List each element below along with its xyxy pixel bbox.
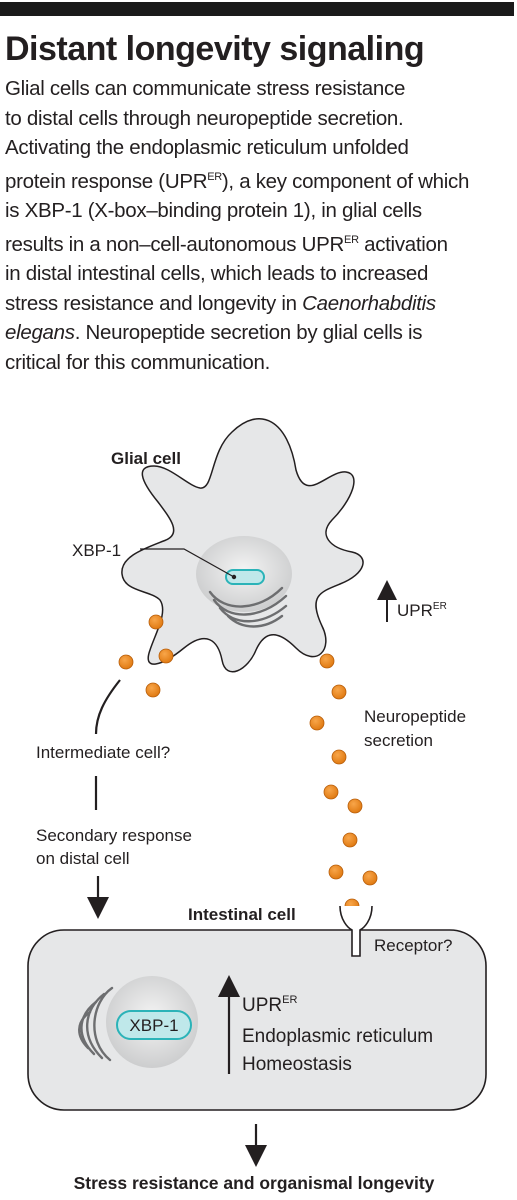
outcome-label: Stress resistance and organismal longevi…: [74, 1173, 435, 1193]
receptor-label: Receptor?: [374, 936, 452, 955]
description-line: protein response (UPRER), a key componen…: [5, 169, 470, 193]
description-line: is XBP-1 (X-box–binding protein 1), in g…: [5, 199, 422, 223]
xbp1-leader-line: [140, 548, 235, 578]
intermediate-cell-label: Intermediate cell?: [36, 743, 170, 762]
secondary-response-label-1: Secondary response: [36, 826, 192, 845]
neuropeptide-dot: [148, 614, 164, 630]
neuropeptide-label-1: Neuropeptide: [364, 707, 466, 726]
intestinal-upr-label: UPRER: [242, 994, 297, 1016]
description-line: elegans. Neuropeptide secretion by glial…: [5, 321, 423, 345]
intestinal-cell-label: Intestinal cell: [188, 905, 296, 924]
secondary-response-label-2: on distal cell: [36, 849, 130, 868]
description-line: results in a non–cell-autonomous UPRER a…: [5, 232, 448, 256]
neuropeptide-dot: [331, 749, 347, 765]
description-line: in distal intestinal cells, which leads …: [5, 262, 429, 286]
neuropeptides: [118, 614, 378, 914]
neuropeptide-dot: [362, 870, 378, 886]
glial-upr-label: UPRER: [397, 601, 447, 620]
neuropeptide-dot: [328, 864, 344, 880]
description-line: Glial cells can communicate stress resis…: [5, 77, 406, 100]
neuropeptide-dot: [309, 715, 325, 731]
intestinal-xbp1-capsule: [116, 1010, 192, 1040]
neuropeptide-label-2: secretion: [364, 731, 433, 750]
neuropeptide-dot: [319, 653, 335, 669]
top-rule: [0, 2, 514, 16]
intestinal-er-label: Endoplasmic reticulum: [242, 1026, 433, 1047]
description-line: Activating the endoplasmic reticulum unf…: [5, 136, 409, 160]
neuropeptide-dot: [331, 684, 347, 700]
glial-xbp1-label: XBP-1: [72, 541, 121, 560]
neuropeptide-dot: [342, 832, 358, 848]
description-line: to distal cells through neuropeptide sec…: [5, 106, 404, 130]
intestinal-homeostasis-label: Homeostasis: [242, 1054, 352, 1075]
glial-er: [208, 586, 288, 628]
neuropeptide-dot: [347, 798, 363, 814]
receptor: [339, 905, 373, 957]
neuropeptide-dot: [323, 784, 339, 800]
signal-path-upper: [94, 679, 121, 735]
intestinal-xbp1-label: XBP-1: [129, 1016, 178, 1035]
glial-xbp1-capsule: [225, 569, 265, 585]
neuropeptide-dot: [158, 648, 174, 664]
description-line: critical for this communication.: [5, 351, 270, 374]
neuropeptide-dot: [145, 682, 161, 698]
description-line: stress resistance and longevity in Caeno…: [5, 291, 436, 315]
intestinal-er: [78, 986, 114, 1062]
intestinal-cell: [27, 929, 487, 1111]
xbp1-leader-dot: [231, 574, 237, 580]
glial-cell-label: Glial cell: [111, 449, 181, 468]
figure-description: Glial cells can communicate stress resis…: [5, 74, 517, 378]
neuropeptide-dot: [118, 654, 134, 670]
figure-title: Distant longevity signaling: [5, 30, 425, 68]
